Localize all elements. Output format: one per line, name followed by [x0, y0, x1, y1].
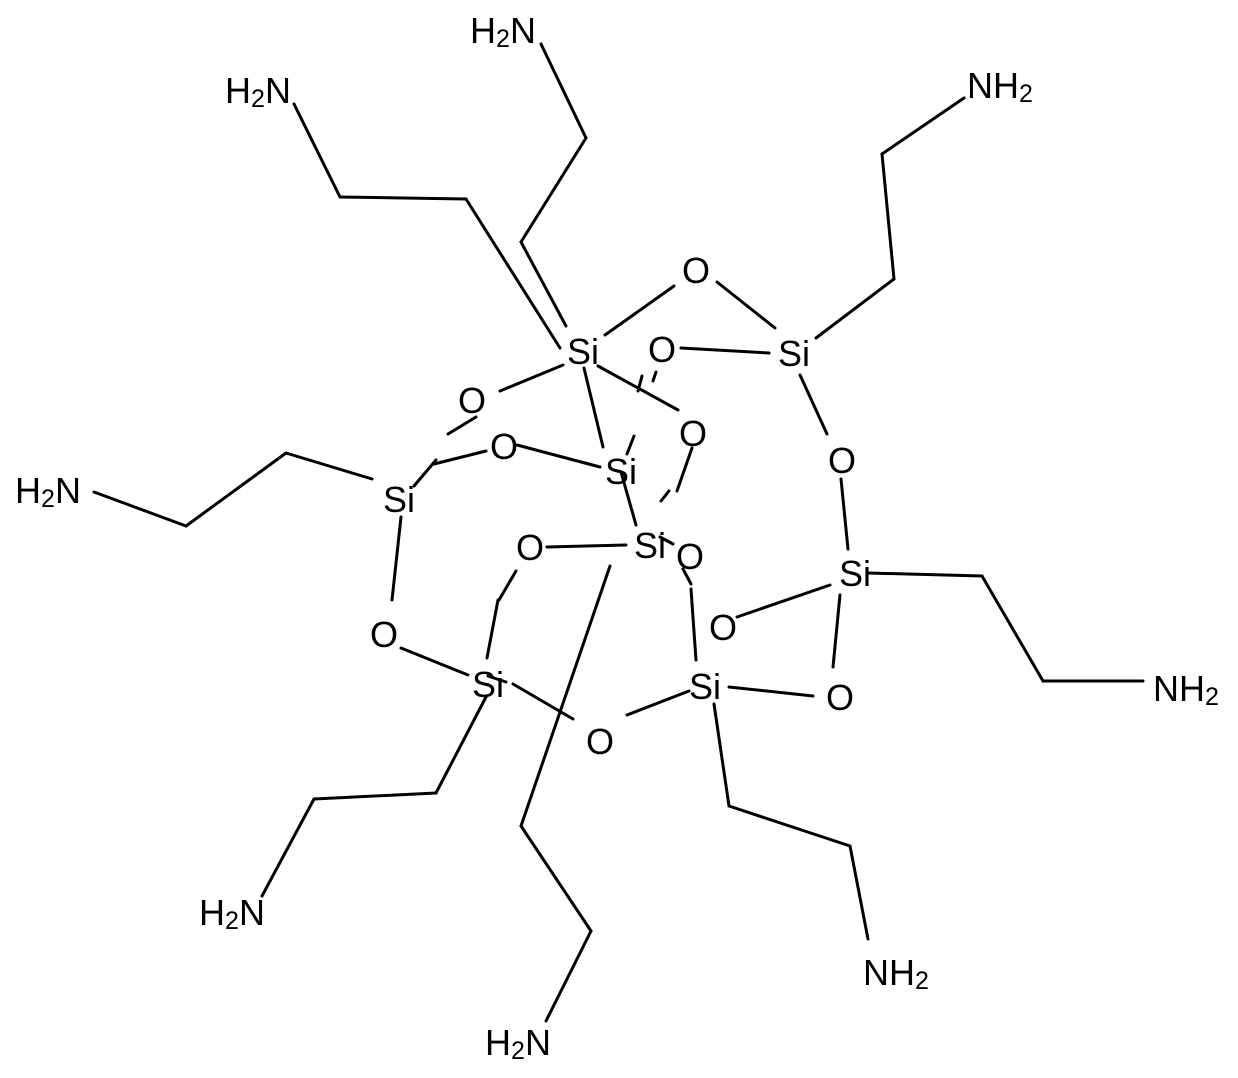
bond-line	[798, 373, 829, 436]
bond-line	[659, 489, 671, 503]
oxygen-atom-label: O	[370, 614, 398, 655]
oxygen-atom-label: O	[586, 721, 614, 762]
bond-line	[284, 451, 374, 481]
bond-line	[292, 102, 342, 199]
amine-group-label: NH2	[863, 952, 929, 996]
bond-line	[675, 446, 694, 493]
bond-line	[312, 791, 438, 801]
bond-line	[625, 434, 636, 456]
oxygen-atom-label: O	[490, 426, 518, 467]
bond-line	[544, 929, 593, 1023]
bond-line	[727, 685, 815, 698]
oxygen-atom-label: O	[676, 536, 704, 577]
bond-line	[679, 346, 771, 355]
bond-line	[880, 96, 966, 156]
silicon-atom-label: Si	[778, 333, 810, 374]
oxygen-atom-label: O	[828, 440, 856, 481]
oxygen-atom-label: O	[682, 250, 710, 291]
bond-line	[880, 152, 896, 281]
silicon-atom-label: Si	[383, 479, 415, 520]
bond-line	[619, 470, 638, 527]
oxygen-atom-label: O	[648, 329, 676, 370]
bond-line	[498, 363, 565, 393]
bond-line	[434, 695, 488, 795]
bond-line	[681, 567, 693, 586]
silicon-atom-label: Si	[605, 451, 637, 492]
bond-line	[603, 284, 676, 337]
bond-line	[511, 682, 575, 721]
oxygen-atom-label: O	[826, 677, 854, 718]
amine-group-label: H2N	[485, 1022, 551, 1066]
bond-line	[545, 543, 628, 549]
bond-line	[399, 646, 470, 677]
bond-line	[519, 240, 568, 328]
amine-group-label: H2N	[470, 10, 536, 54]
bond-line	[519, 824, 593, 933]
bond-line	[980, 574, 1045, 683]
bond-line	[432, 449, 488, 466]
bond-line	[519, 136, 588, 244]
silicon-atom-label: Si	[634, 525, 666, 566]
bond-line	[735, 583, 832, 619]
bond-line	[412, 458, 438, 488]
bond-line	[651, 370, 658, 383]
bond-line	[866, 571, 984, 578]
bond-line	[338, 195, 468, 201]
bond-line	[715, 280, 777, 330]
bond-line	[727, 804, 852, 848]
bond-line	[814, 277, 896, 340]
oxygen-atom-label: O	[458, 380, 486, 421]
bond-line	[539, 42, 588, 140]
bond-line	[839, 477, 850, 551]
amine-group-label: NH2	[967, 65, 1033, 109]
bond-lines	[92, 42, 1145, 1023]
oxygen-atom-label: O	[709, 607, 737, 648]
bond-line	[636, 374, 644, 393]
oxygen-atom-label: O	[679, 413, 707, 454]
oxygen-atom-label: O	[516, 527, 544, 568]
bond-line	[582, 366, 605, 449]
amine-group-label: H2N	[225, 70, 291, 114]
bond-line	[390, 515, 403, 602]
amine-group-label: NH2	[1153, 668, 1219, 712]
amine-group-label: H2N	[15, 470, 81, 514]
bond-line	[519, 564, 612, 828]
bond-line	[658, 535, 675, 546]
bond-line	[515, 443, 602, 469]
bond-line	[625, 689, 691, 717]
bond-line	[184, 451, 288, 528]
bond-line	[486, 674, 508, 684]
bond-line	[689, 587, 698, 662]
bond-line	[848, 844, 870, 941]
silicon-atom-label: Si	[839, 553, 871, 594]
bond-line	[446, 415, 478, 436]
bond-line	[485, 598, 500, 660]
bond-line	[260, 797, 316, 898]
bond-line	[464, 197, 562, 350]
amine-group-label: H2N	[199, 892, 265, 936]
bond-line	[831, 593, 842, 669]
bond-line	[497, 569, 518, 602]
bond-line	[92, 490, 188, 528]
bond-line	[712, 702, 731, 808]
silicon-atom-label: Si	[689, 666, 721, 707]
silicon-atom-label: Si	[567, 331, 599, 372]
silicon-atom-label: Si	[472, 664, 504, 705]
